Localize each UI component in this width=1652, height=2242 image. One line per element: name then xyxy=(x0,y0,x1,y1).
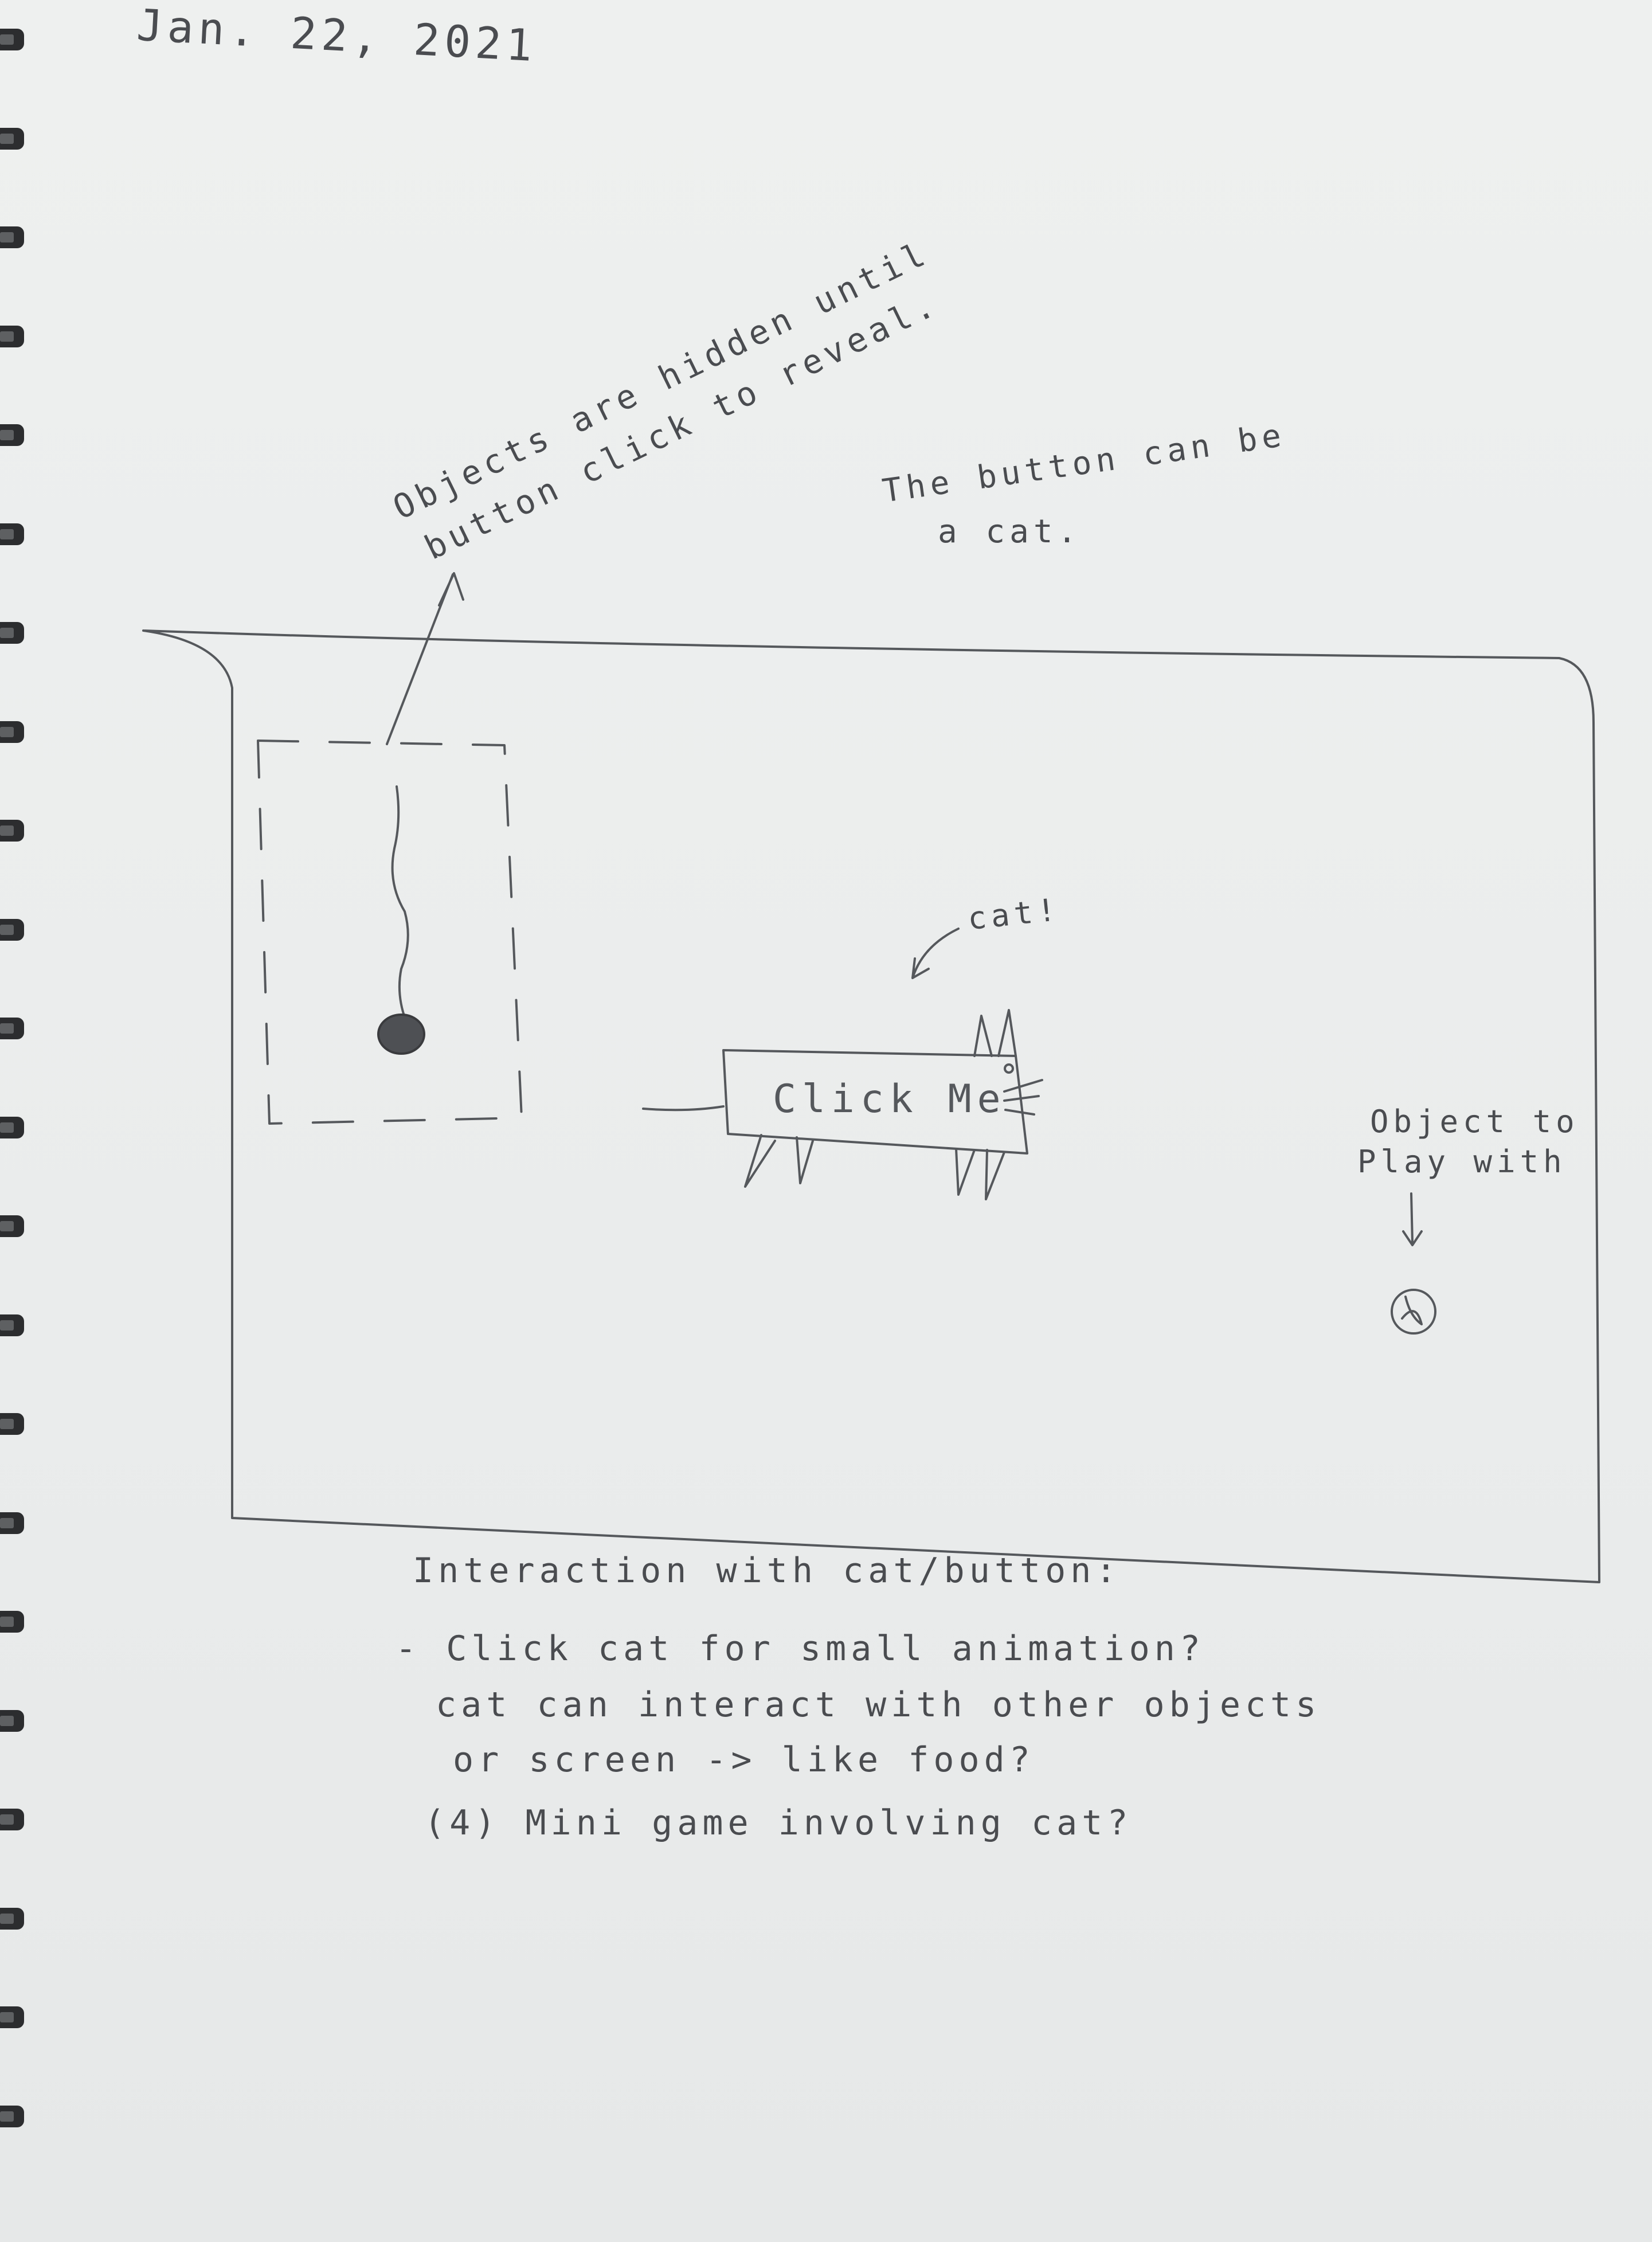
binding-coil xyxy=(0,523,29,546)
object-arrow xyxy=(1402,1192,1423,1246)
binding-coil xyxy=(0,1215,29,1238)
binding-coil xyxy=(0,1413,29,1436)
note-cat-label: cat! xyxy=(966,891,1062,937)
binding-coil xyxy=(0,1512,29,1535)
annotation-arrow xyxy=(386,572,464,745)
binding-coil xyxy=(0,127,29,151)
binding-coil xyxy=(0,1314,29,1337)
note-button-cat-line2: a cat. xyxy=(938,513,1082,550)
cat-eye xyxy=(1004,1063,1014,1074)
interaction-item-1: - Click cat for small animation? xyxy=(396,1629,1205,1669)
binding-coil xyxy=(0,918,29,942)
toy-string xyxy=(391,785,409,1027)
binding-coil xyxy=(0,226,29,249)
toy-ball xyxy=(377,1014,425,1055)
binding-coil xyxy=(0,424,29,447)
binding-coil xyxy=(0,325,29,349)
binding-coil xyxy=(0,721,29,744)
binding-coil xyxy=(0,622,29,645)
binding-coil xyxy=(0,1018,29,1040)
cat-whiskers xyxy=(1003,1079,1043,1116)
binding-coil xyxy=(0,1611,29,1634)
cat-tail xyxy=(642,1105,725,1112)
click-me-button[interactable]: Click Me xyxy=(773,1077,1007,1122)
binding-coil xyxy=(0,1907,29,1931)
interaction-item-3: (4) Mini game involving cat? xyxy=(424,1803,1133,1843)
note-object-line2: Play with xyxy=(1357,1144,1567,1180)
note-object-line1: Object to xyxy=(1370,1104,1579,1140)
hidden-objects-box xyxy=(257,739,523,1125)
binding-coil xyxy=(0,1709,29,1733)
screen-frame xyxy=(142,629,1600,1583)
binding-coil xyxy=(0,820,29,843)
cat-legs xyxy=(744,1134,1005,1200)
binding-coil xyxy=(0,1116,29,1140)
toy-ball-outline xyxy=(1391,1289,1436,1335)
cat-arrow xyxy=(911,928,960,979)
binding-coil xyxy=(0,29,29,52)
binding-coil xyxy=(0,1809,29,1832)
interaction-heading: Interaction with cat/button: xyxy=(413,1551,1121,1591)
interaction-item-2-line2: or screen -> like food? xyxy=(453,1740,1035,1780)
binding-coil xyxy=(0,2006,29,2029)
cat-body xyxy=(722,1049,1028,1155)
interaction-item-2-line1: cat can interact with other objects xyxy=(436,1685,1321,1725)
binding-coil xyxy=(0,2105,29,2128)
cat-ears xyxy=(973,1009,1017,1057)
